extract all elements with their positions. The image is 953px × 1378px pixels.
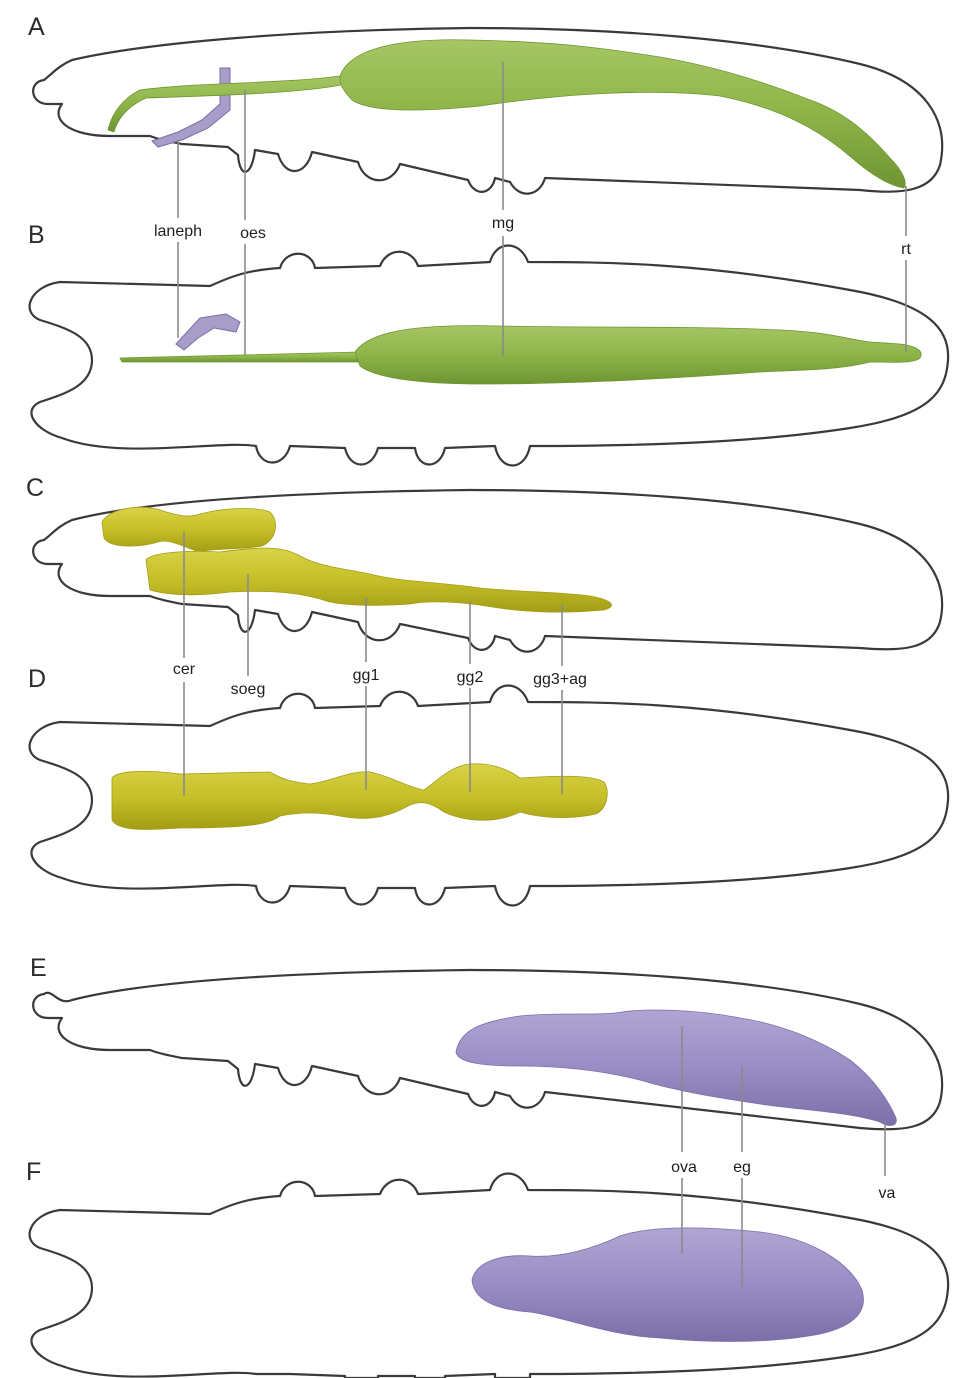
panel-a: A	[28, 13, 942, 194]
label-cer: cer	[173, 661, 196, 678]
label-eg: eg	[733, 1159, 751, 1176]
label-gg3ag: gg3+ag	[533, 671, 587, 688]
panel-letter-a: A	[28, 13, 45, 41]
cerebral-ganglion-c	[102, 507, 276, 552]
panel-c: C	[26, 474, 942, 652]
dorsal-nephridium-b	[176, 314, 240, 350]
oesophagus-b	[120, 352, 362, 362]
label-gg1: gg1	[353, 667, 380, 684]
panel-f: F	[26, 1158, 948, 1378]
reproductive-organs-f	[472, 1228, 863, 1342]
panel-letter-e: E	[30, 954, 47, 982]
panel-b: B	[28, 221, 948, 466]
suboesophageal-ganglion-c	[146, 548, 612, 612]
label-rt: rt	[901, 241, 911, 258]
midgut-a	[340, 40, 905, 188]
label-ova: ova	[671, 1159, 697, 1176]
lateral-nephridium-a	[152, 68, 230, 147]
label-laneph: laneph	[154, 223, 202, 240]
nerve-cord-d	[112, 764, 607, 830]
label-mg: mg	[492, 215, 514, 232]
panel-letter-f: F	[26, 1158, 41, 1186]
reproductive-organs-e	[456, 1010, 896, 1125]
panel-letter-c: C	[26, 474, 44, 502]
label-soeg: soeg	[231, 681, 266, 698]
label-va: va	[879, 1185, 896, 1202]
panel-e: E	[30, 954, 942, 1129]
label-oes: oes	[240, 225, 266, 242]
panel-letter-b: B	[28, 221, 45, 249]
label-gg2: gg2	[457, 669, 484, 686]
panel-d: D	[28, 665, 948, 906]
panel-letter-d: D	[28, 665, 46, 693]
midgut-b	[355, 326, 921, 384]
